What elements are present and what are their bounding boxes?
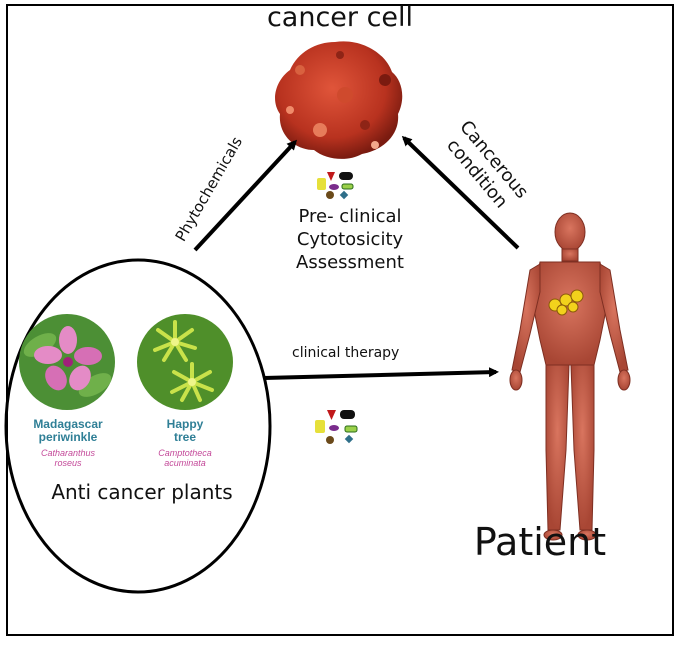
assessment-line-3: Assessment	[270, 251, 430, 274]
happy-tree-name: Happy tree	[125, 418, 245, 444]
happy-tree-name-line-2: tree	[125, 431, 245, 444]
assessment-line-2: Cytotosicity	[270, 228, 430, 251]
clinical-therapy-label: clinical therapy	[292, 345, 399, 361]
phytochemical-icons-middle	[315, 410, 357, 444]
anti-cancer-plants-caption: Anti cancer plants	[22, 480, 262, 504]
periwinkle-scientific-name: Catharanthus roseus	[8, 448, 128, 468]
periwinkle-image	[19, 314, 115, 410]
happy-tree-sci-line-1: Camptotheca	[125, 448, 245, 458]
patient-label: Patient	[440, 520, 640, 564]
periwinkle-sci-line-1: Catharanthus	[8, 448, 128, 458]
assessment-line-1: Pre- clinical	[270, 205, 430, 228]
patient-anatomy-image	[510, 213, 630, 540]
assessment-label: Pre- clinical Cytotosicity Assessment	[270, 205, 430, 274]
periwinkle-sci-line-2: roseus	[8, 458, 128, 468]
happy-tree-image	[137, 314, 233, 410]
clinical-therapy-arrow	[264, 372, 496, 378]
periwinkle-name-line-2: periwinkle	[8, 431, 128, 444]
phytochemical-icons-top	[317, 172, 353, 199]
cancer-cell-title: cancer cell	[240, 2, 440, 33]
periwinkle-name: Madagascar periwinkle	[8, 418, 128, 444]
happy-tree-sci-line-2: acuminata	[125, 458, 245, 468]
happy-tree-scientific-name: Camptotheca acuminata	[125, 448, 245, 468]
